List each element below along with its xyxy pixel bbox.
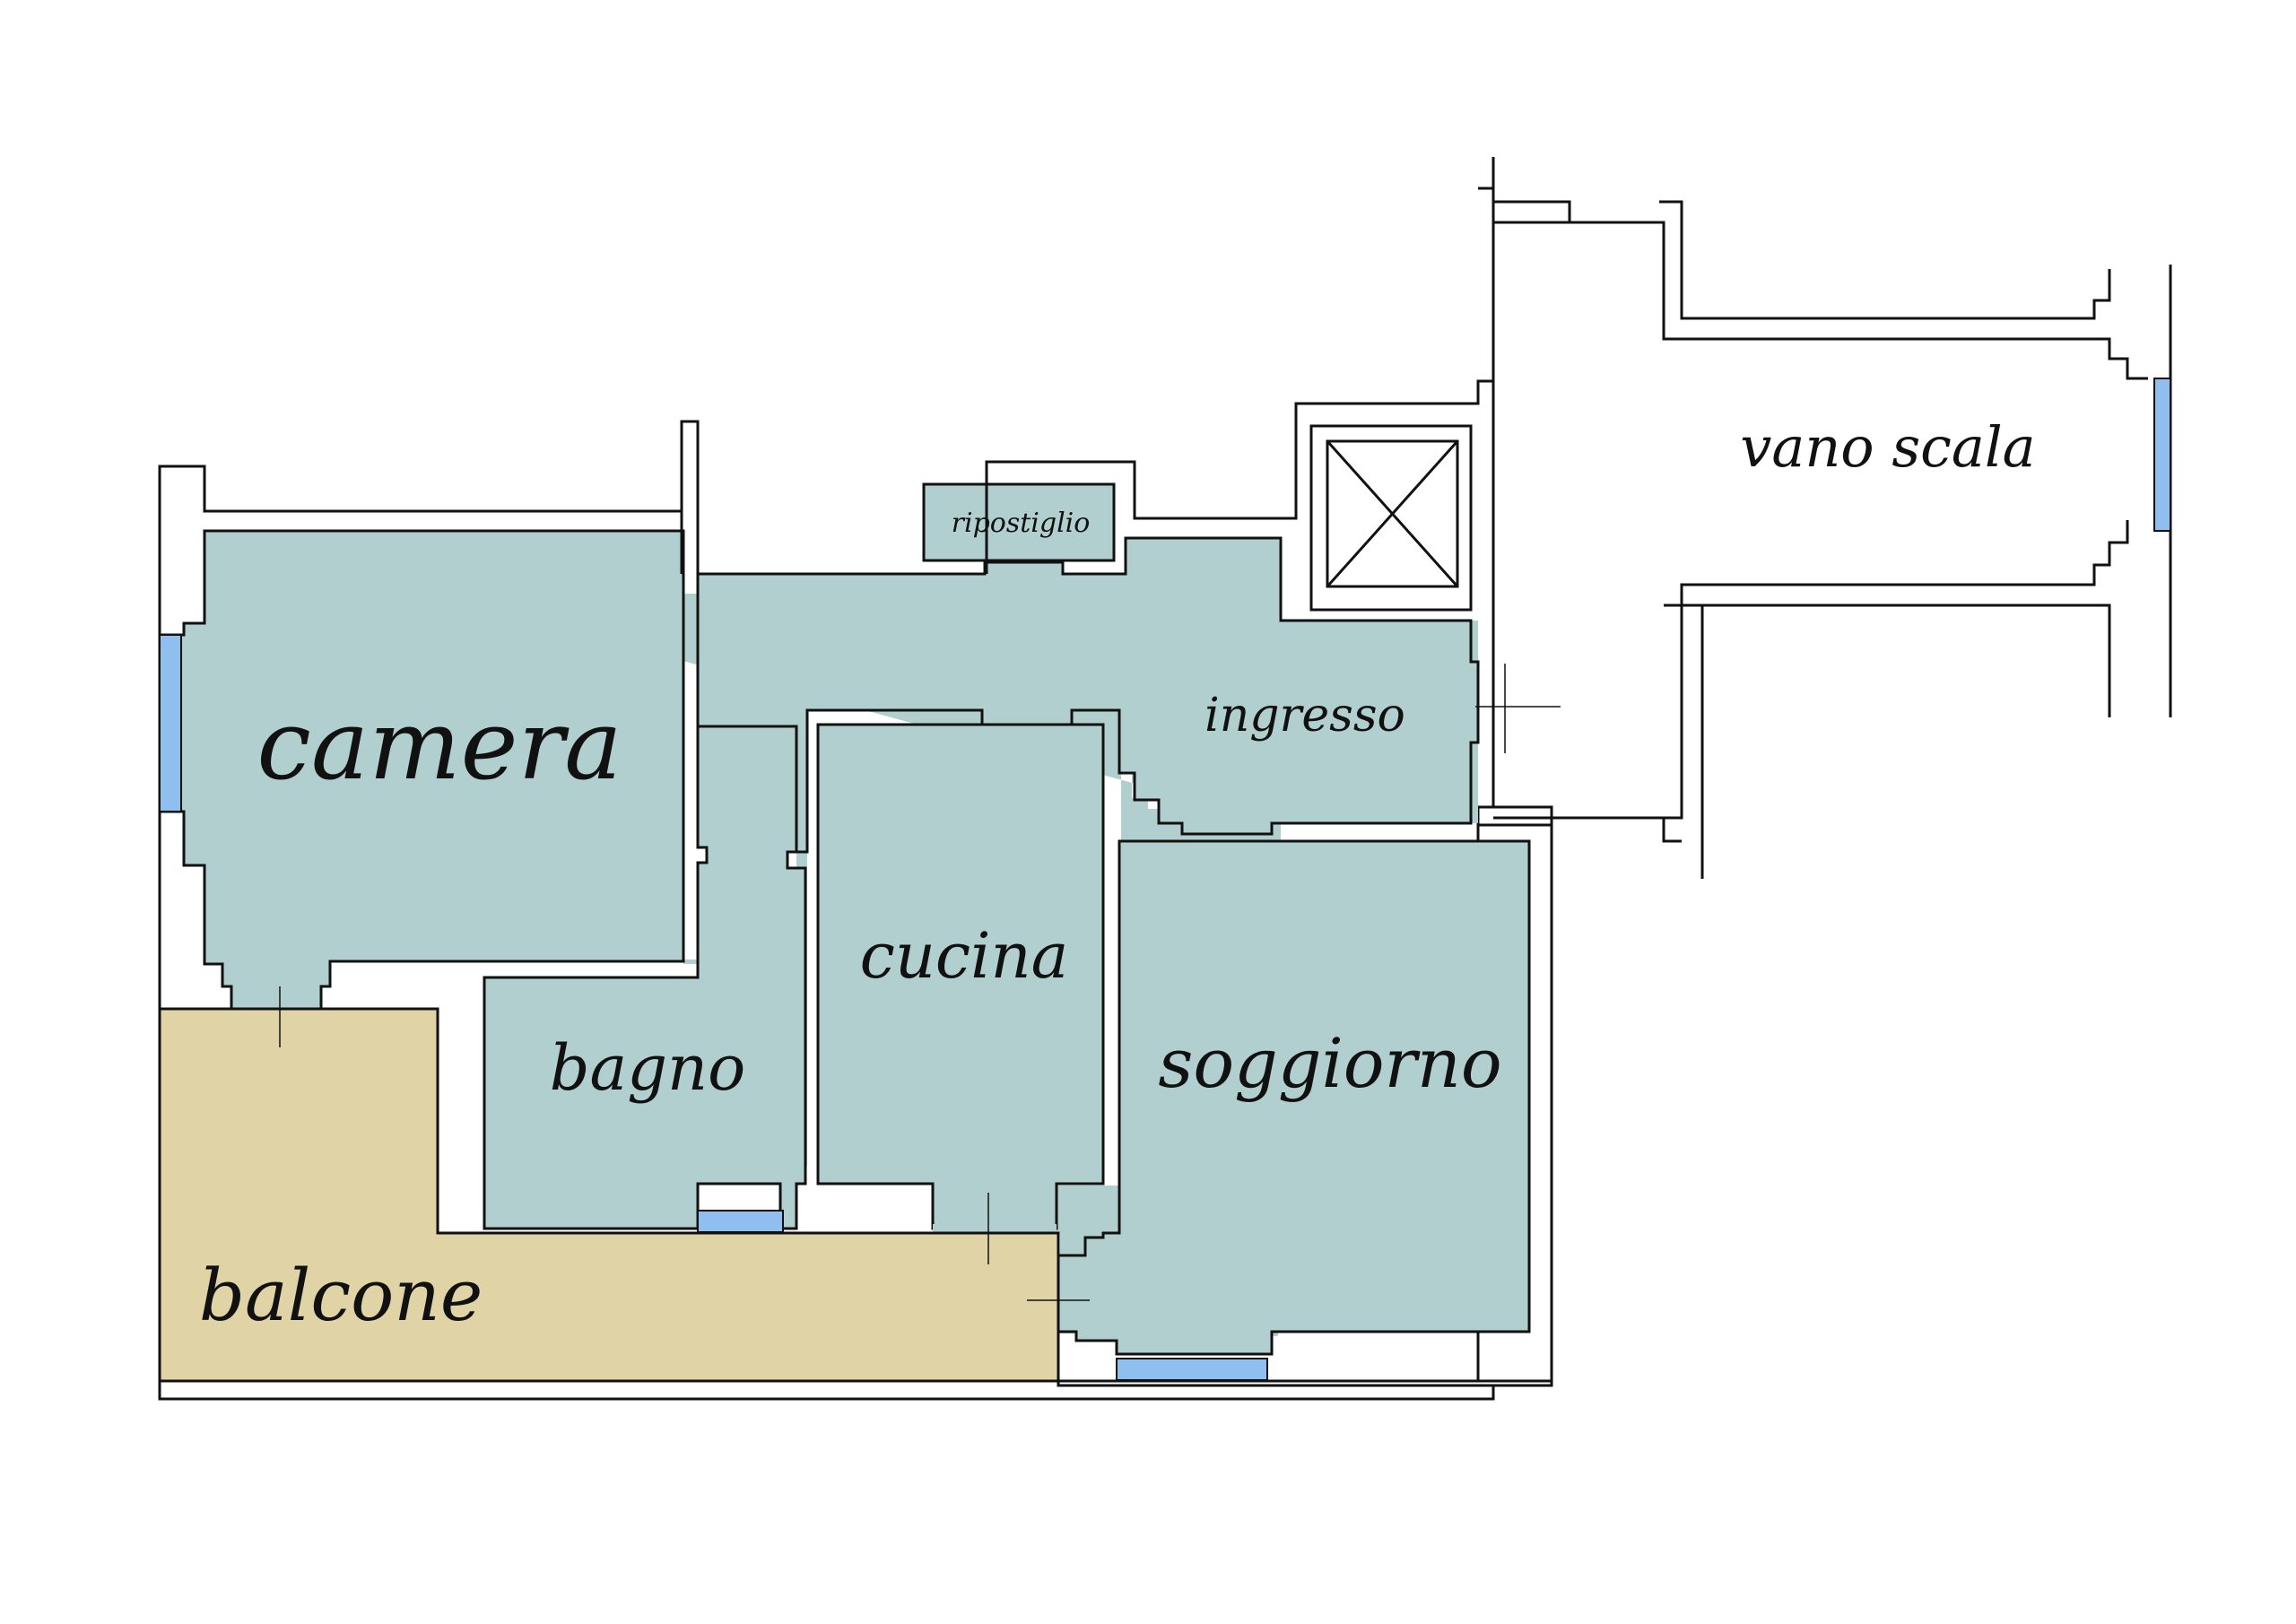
label-soggiorno: soggiorno bbox=[1158, 1023, 1501, 1103]
window-vano-scala bbox=[2153, 378, 2171, 532]
interior-floor bbox=[158, 482, 1531, 1356]
label-ingresso: ingresso bbox=[1205, 689, 1405, 743]
door-marks bbox=[279, 664, 1561, 1301]
window-soggiorno bbox=[1116, 1358, 1268, 1381]
label-cucina: cucina bbox=[860, 919, 1069, 993]
windows bbox=[159, 378, 2171, 1381]
label-ripostiglio: ripostiglio bbox=[952, 508, 1091, 539]
window-bagno bbox=[697, 1210, 784, 1233]
label-vano-scala: vano scala bbox=[1740, 414, 2035, 480]
exterior-walls bbox=[158, 157, 2172, 1383]
room-labels: camera ripostiglio ingresso cucina bagno… bbox=[199, 414, 2036, 1337]
label-bagno: bagno bbox=[550, 1031, 746, 1105]
label-balcone: balcone bbox=[199, 1254, 483, 1337]
window-camera bbox=[159, 634, 182, 812]
label-camera: camera bbox=[257, 690, 622, 802]
